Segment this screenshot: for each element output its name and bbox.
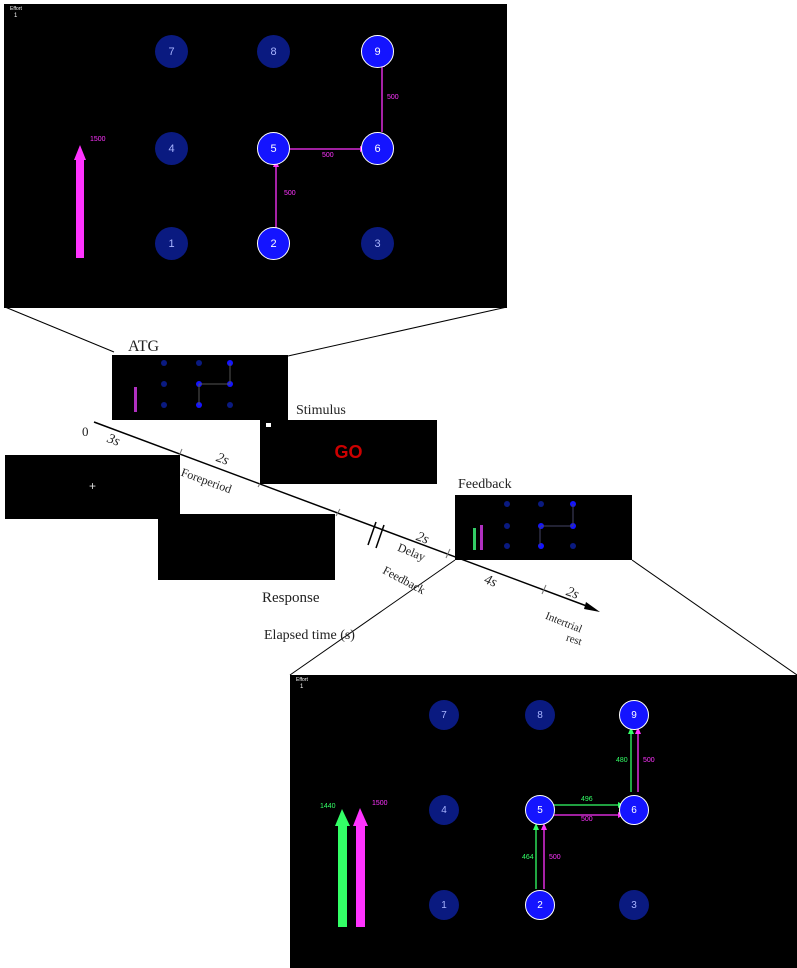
node-4: 4 — [155, 132, 188, 165]
node-9: 9 — [619, 700, 649, 730]
segment-performance-value: 496 — [581, 796, 593, 803]
node-7: 7 — [429, 700, 459, 730]
node-5: 5 — [525, 795, 555, 825]
segment-value: 500 — [322, 152, 334, 159]
segment-performance-value: 464 — [522, 854, 534, 861]
stimulus-marker — [266, 423, 271, 427]
node-9: 9 — [361, 35, 394, 68]
target-bar — [76, 158, 84, 258]
node-2: 2 — [257, 227, 290, 260]
target-bar-value: 1500 — [90, 136, 106, 143]
segment-target-value: 500 — [643, 757, 655, 764]
fixation-screen: + — [5, 455, 180, 519]
node-4: 4 — [429, 795, 459, 825]
target-bar-value: 1500 — [372, 800, 388, 807]
feedback-zoomed-screen: Effort 1 1440 1500 464 500 496 500 480 5… — [290, 675, 797, 968]
origin-label: 0 — [82, 424, 89, 439]
stimulus-label: Stimulus — [296, 403, 346, 418]
time-axis — [93, 421, 593, 609]
response-screen — [158, 514, 335, 580]
feedback-label: Feedback — [458, 477, 512, 492]
segment-target-value: 500 — [549, 854, 561, 861]
segment-value: 500 — [387, 94, 399, 101]
node-7: 7 — [155, 35, 188, 68]
go-text: GO — [334, 442, 363, 462]
node-2: 2 — [525, 890, 555, 920]
performance-bar — [338, 825, 347, 927]
trial-number: 1 — [300, 684, 304, 690]
node-3: 3 — [619, 890, 649, 920]
atg-zoomed-screen: Effort 1 1500 500 500 500 7 8 9 4 5 6 1 … — [4, 4, 507, 308]
trial-number: 1 — [14, 13, 18, 19]
segment-performance-value: 480 — [616, 757, 628, 764]
stimulus-screen: GO — [260, 420, 437, 484]
screen-header: Effort — [10, 6, 22, 12]
time-axis-arrowhead — [584, 602, 600, 612]
segment-target-value: 500 — [581, 816, 593, 823]
node-6: 6 — [619, 795, 649, 825]
segment-value: 500 — [284, 190, 296, 197]
node-8: 8 — [257, 35, 290, 68]
elapsed-time-label: Elapsed time (s) — [264, 628, 355, 643]
node-1: 1 — [155, 227, 188, 260]
atg-thumbnail — [112, 355, 288, 420]
feedback-thumbnail — [455, 495, 632, 560]
node-1: 1 — [429, 890, 459, 920]
screen-header: Effort — [296, 677, 308, 683]
node-6: 6 — [361, 132, 394, 165]
node-8: 8 — [525, 700, 555, 730]
response-label: Response — [262, 590, 320, 606]
target-bar — [356, 825, 365, 927]
fixation-cross: + — [88, 479, 96, 493]
node-3: 3 — [361, 227, 394, 260]
performance-bar-value: 1440 — [320, 803, 336, 810]
atg-label: ATG — [128, 338, 160, 355]
node-5: 5 — [257, 132, 290, 165]
target-path — [74, 60, 385, 258]
